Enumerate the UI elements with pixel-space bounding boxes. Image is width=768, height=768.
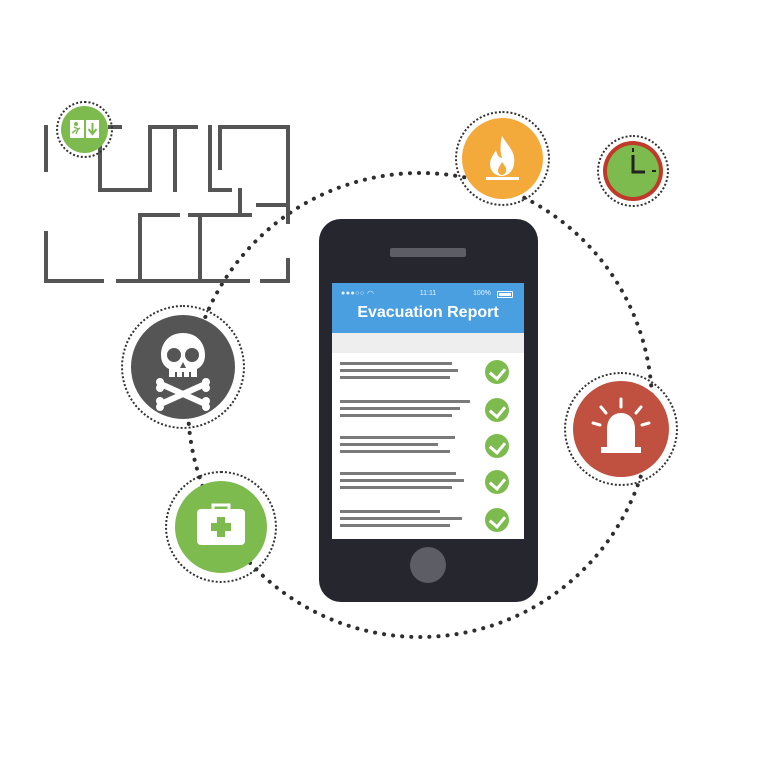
text-placeholder-line (340, 472, 456, 475)
fire-icon (462, 118, 543, 199)
alarm-icon-ring (564, 372, 678, 486)
fire-icon-ring (455, 111, 550, 206)
status-bar: ●●●○○ ◠ 11:11 100% (332, 289, 524, 301)
smartphone: ●●●○○ ◠ 11:11 100% Evacuation Report (319, 219, 538, 602)
alarm-light-icon (573, 381, 669, 477)
check-icon[interactable] (485, 398, 509, 422)
check-icon[interactable] (485, 508, 509, 532)
battery-percent: 100% (473, 290, 491, 297)
phone-screen: ●●●○○ ◠ 11:11 100% Evacuation Report (332, 283, 524, 539)
clock-icon (603, 141, 663, 201)
home-button[interactable] (410, 547, 446, 583)
first-aid-kit-icon (175, 481, 267, 573)
text-placeholder-line (340, 524, 450, 527)
status-time: 11:11 (419, 290, 437, 297)
check-icon[interactable] (485, 434, 509, 458)
text-placeholder-line (340, 517, 462, 520)
emergency-exit-icon (61, 106, 108, 153)
text-placeholder-line (340, 414, 452, 417)
phone-speaker (390, 248, 466, 257)
check-icon[interactable] (485, 360, 509, 384)
text-placeholder-line (340, 436, 455, 439)
screen-title: Evacuation Report (357, 304, 499, 321)
text-placeholder-line (340, 407, 460, 410)
exit-icon-ring (56, 101, 113, 158)
checklist-row[interactable] (332, 359, 524, 391)
battery-icon (497, 291, 513, 298)
hazard-icon-ring (121, 305, 245, 429)
text-placeholder-line (340, 479, 464, 482)
text-placeholder-line (340, 369, 458, 372)
signal-icon: ●●●○○ (341, 290, 365, 297)
checklist-row[interactable] (332, 467, 524, 499)
checklist-row[interactable] (332, 503, 524, 535)
check-icon[interactable] (485, 470, 509, 494)
text-placeholder-line (340, 376, 450, 379)
clock-icon-ring (597, 135, 669, 207)
text-placeholder-line (340, 400, 470, 403)
wifi-icon: ◠ (367, 289, 374, 298)
screen-subheader (332, 333, 524, 353)
text-placeholder-line (340, 443, 438, 446)
checklist-row[interactable] (332, 431, 524, 463)
text-placeholder-line (340, 510, 440, 513)
text-placeholder-line (340, 362, 452, 365)
first-aid-icon-ring (165, 471, 277, 583)
checklist-row[interactable] (332, 395, 524, 427)
text-placeholder-line (340, 450, 450, 453)
text-placeholder-line (340, 486, 452, 489)
screen-header: ●●●○○ ◠ 11:11 100% Evacuation Report (332, 283, 524, 333)
skull-crossbones-icon (131, 315, 235, 419)
